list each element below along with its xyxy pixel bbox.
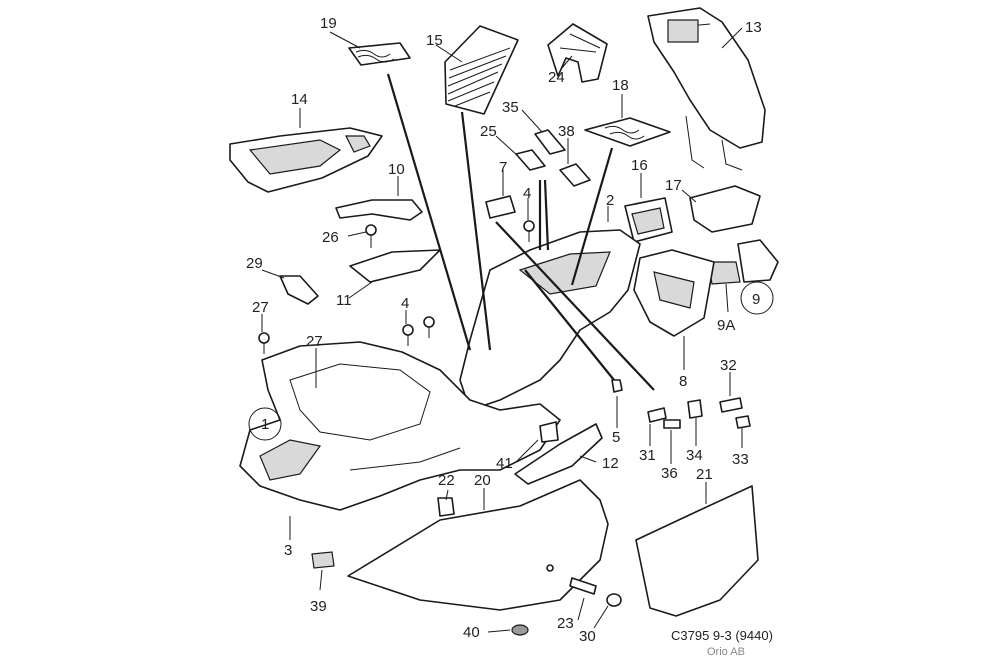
- part-11-cover: [349, 249, 441, 283]
- part-3-console-frame: [239, 341, 561, 511]
- callout-12: 12: [602, 455, 619, 472]
- part-12-strip: [514, 423, 603, 485]
- part-33-bulb: [735, 415, 751, 429]
- part-2-console-body: [459, 229, 641, 411]
- callout-25: 25: [480, 123, 497, 140]
- guide-lines: [386, 73, 655, 391]
- callout-23: 23: [557, 615, 574, 632]
- circle-label-9: [740, 281, 774, 315]
- callout-27-mid: 27: [306, 333, 323, 350]
- part-40-fastener: [511, 624, 529, 636]
- part-36-pin: [663, 419, 681, 429]
- part-26-screw: [365, 224, 377, 248]
- part-16-vent: [624, 197, 673, 243]
- part-25-clip: [515, 149, 546, 171]
- callout-26: 26: [322, 229, 339, 246]
- callout-3: 3: [284, 542, 292, 559]
- part-4-screw-a: [402, 324, 414, 346]
- callout-17: 17: [665, 177, 682, 194]
- callout-4-mid: 4: [401, 295, 409, 312]
- part-15-ribbed-mat: [444, 25, 519, 115]
- callout-33: 33: [732, 451, 749, 468]
- callout-40: 40: [463, 624, 480, 641]
- part-4-screw-top: [523, 220, 535, 242]
- callout-9A: 9A: [717, 317, 735, 334]
- callout-36: 36: [661, 465, 678, 482]
- part-41-clip: [539, 421, 559, 443]
- callout-41: 41: [496, 455, 513, 472]
- part-23-bolt: [546, 564, 597, 595]
- part-13-armrest: [647, 7, 766, 171]
- part-39-block: [311, 551, 335, 569]
- part-35-clip: [534, 129, 566, 155]
- diagram-caption: C3795 9-3 (9440): [671, 628, 773, 643]
- part-38-clip: [559, 163, 591, 187]
- callout-7: 7: [499, 159, 507, 176]
- part-9-electronic-box: [707, 239, 779, 285]
- part-30-cap: [606, 593, 622, 607]
- leader-lines: [261, 27, 743, 633]
- callout-15: 15: [426, 32, 443, 49]
- callout-34: 34: [686, 447, 703, 464]
- part-7-clip: [485, 195, 516, 219]
- part-24-bracket: [547, 23, 608, 83]
- part-32-connector: [719, 397, 743, 413]
- callout-39: 39: [310, 598, 327, 615]
- callout-29: 29: [246, 255, 263, 272]
- callout-30: 30: [579, 628, 596, 645]
- part-18-pad: [584, 117, 671, 147]
- part-19-pad: [348, 42, 411, 66]
- part-17-cup: [689, 185, 761, 233]
- part-5-plug: [611, 379, 623, 393]
- part-34-clip: [687, 399, 703, 419]
- callout-11: 11: [336, 292, 352, 309]
- callout-16: 16: [631, 157, 648, 174]
- part-14-trim-panel: [229, 127, 383, 193]
- callout-9: 9: [752, 291, 760, 308]
- callout-4-top: 4: [523, 185, 531, 202]
- part-21-panel: [635, 485, 759, 617]
- part-8-side-panel: [633, 249, 715, 337]
- part-20-carpet: [347, 479, 609, 611]
- callout-38: 38: [558, 123, 575, 140]
- part-10-strip: [335, 199, 423, 221]
- callout-14: 14: [291, 91, 308, 108]
- callout-19: 19: [320, 15, 337, 32]
- callout-24: 24: [548, 69, 565, 86]
- callout-27-left: 27: [252, 299, 269, 316]
- part-4-screw-b: [423, 316, 435, 338]
- callout-22: 22: [438, 472, 455, 489]
- callout-5: 5: [612, 429, 620, 446]
- callout-35: 35: [502, 99, 519, 116]
- callout-labels: 19 15 24 13 14 35 18 25 38 10 7 16 17 4 …: [246, 15, 762, 645]
- callout-18: 18: [612, 77, 629, 94]
- callout-20: 20: [474, 472, 491, 489]
- circle-label-1: [248, 407, 282, 441]
- part-22-clip: [437, 497, 455, 517]
- callout-32: 32: [720, 357, 737, 374]
- callout-21: 21: [696, 466, 713, 483]
- callout-8: 8: [679, 373, 687, 390]
- callout-2: 2: [606, 192, 614, 209]
- callout-10: 10: [388, 161, 405, 178]
- callout-1: 1: [261, 416, 269, 433]
- callout-31: 31: [639, 447, 656, 464]
- part-29-latch: [279, 275, 319, 305]
- part-27-screw-left: [258, 332, 270, 354]
- part-31-switch: [647, 407, 667, 423]
- callout-13: 13: [745, 19, 762, 36]
- diagram-credit: Orio AB: [707, 646, 745, 658]
